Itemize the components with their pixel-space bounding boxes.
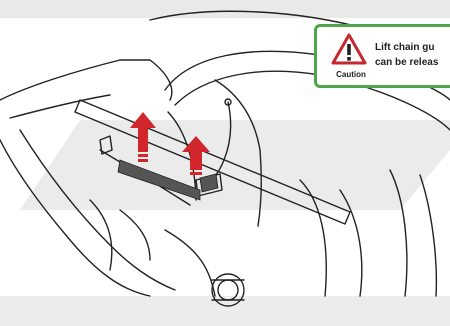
caution-label: Caution — [327, 70, 375, 79]
caution-message-line-1: Lift chain gu — [375, 40, 450, 55]
caution-message: Lift chain gu can be releas — [375, 40, 450, 70]
caution-symbol: Caution — [327, 33, 371, 83]
top-band — [0, 0, 450, 18]
caution-callout: Caution Lift chain gu can be releas — [314, 24, 450, 88]
caution-message-line-2: can be releas — [375, 55, 450, 70]
warning-triangle-icon — [331, 33, 367, 65]
